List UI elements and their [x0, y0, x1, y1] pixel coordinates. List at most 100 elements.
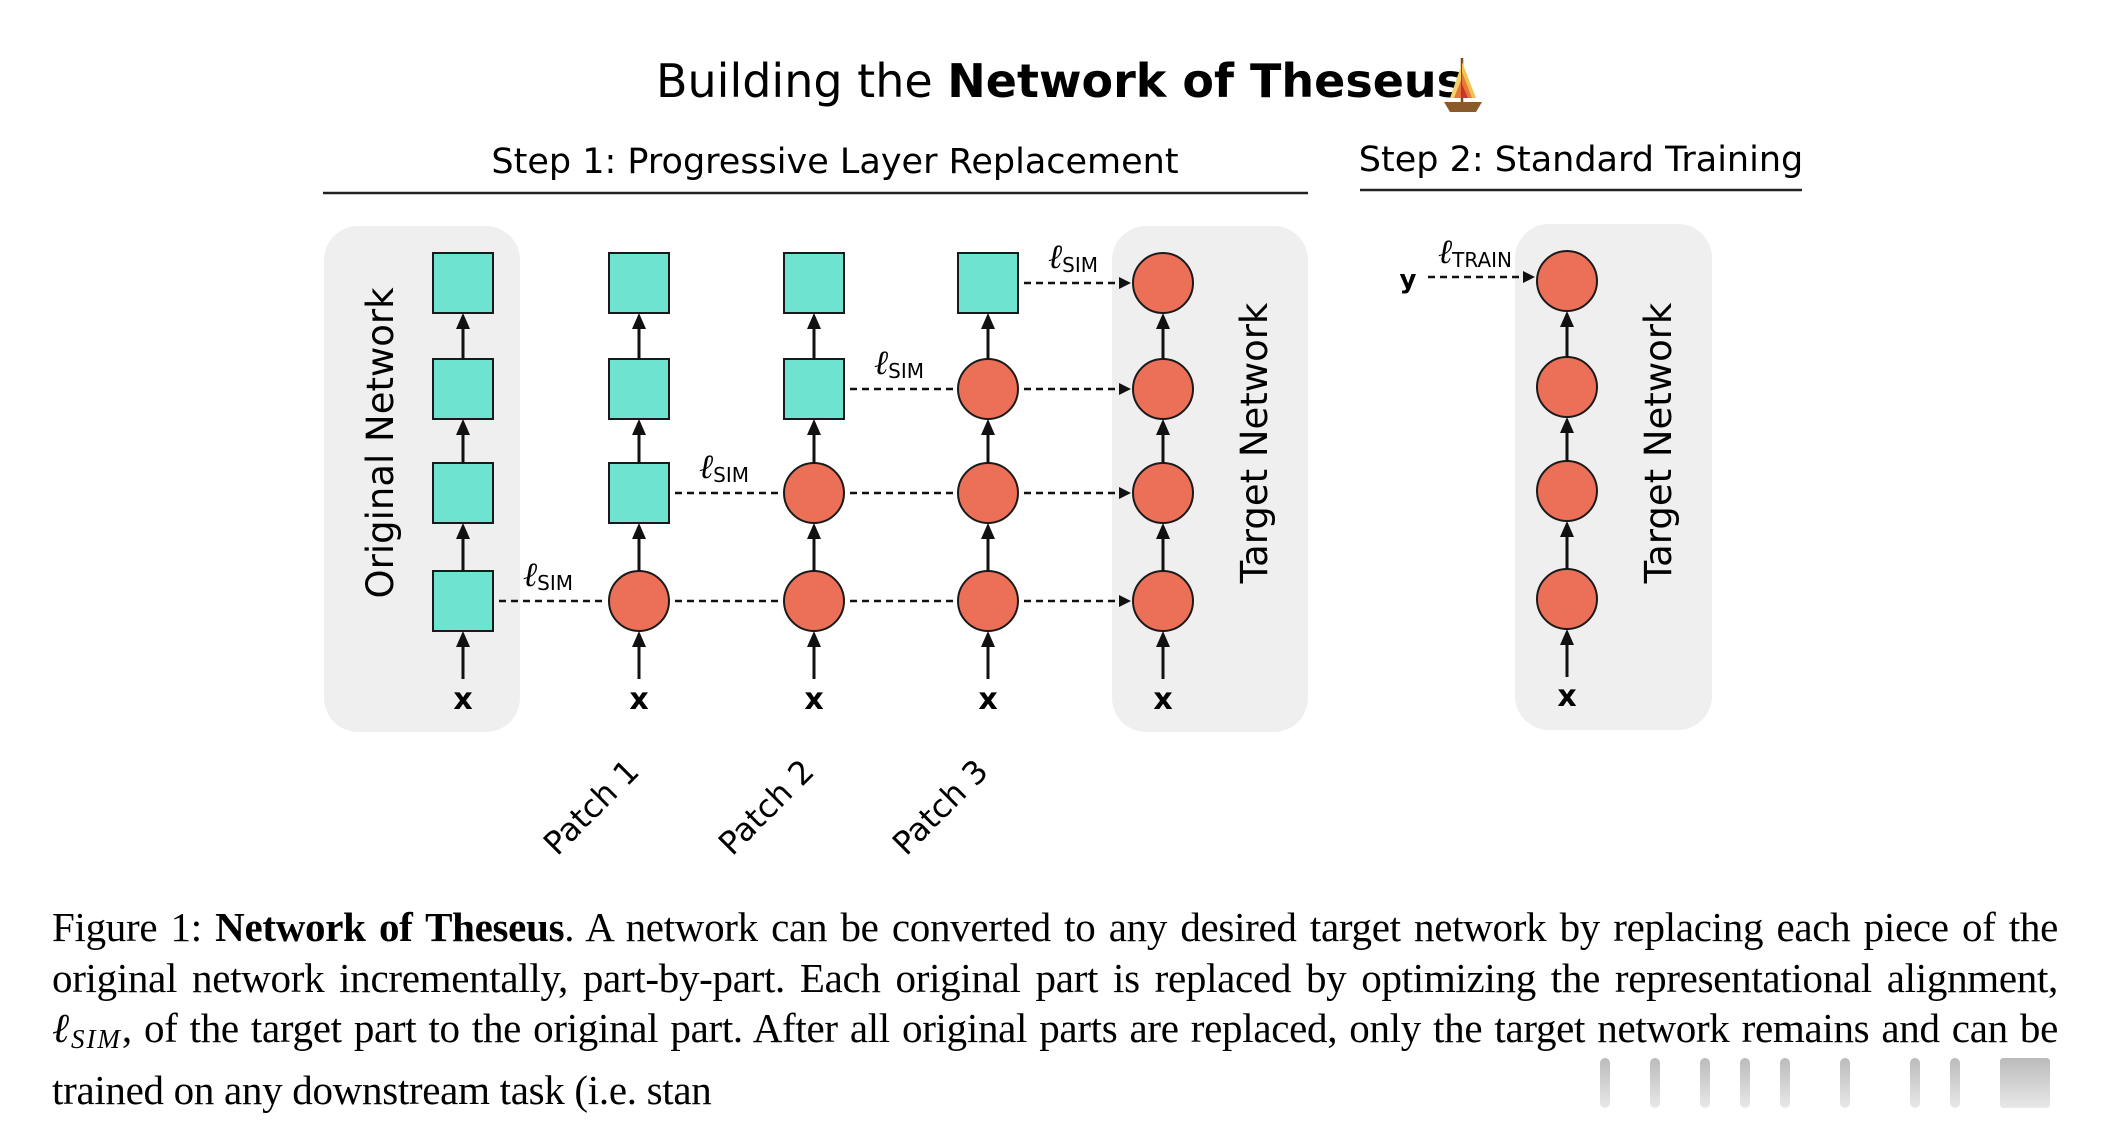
target-layer1-arrowhead — [1156, 523, 1170, 539]
original-input-label: x — [453, 682, 472, 717]
sim-edge-c4-r4-arrowhead — [1119, 277, 1131, 289]
watermark-bar — [1740, 1058, 1750, 1108]
loss-sim-label-c4-r4: ℓSIM — [1048, 239, 1098, 277]
loss-sim-label-c3-r3: ℓSIM — [874, 345, 924, 383]
loss-sim-label-c4-r4-subscript: SIM — [1062, 253, 1098, 277]
sim-edge-c4-r1-arrowhead — [1119, 595, 1131, 607]
original-row2-square-node — [432, 462, 494, 524]
patch-2-input-arrowhead — [807, 631, 821, 647]
step2-target-y-label: y — [1400, 265, 1417, 295]
patch-2-layer1-arrowhead — [807, 523, 821, 539]
sailboat-icon — [1444, 58, 1482, 112]
caption-text-2: , of the target part to the original par… — [52, 1005, 2058, 1113]
sim-edge-c4-r3-arrowhead — [1119, 383, 1131, 395]
train-loss-edge-arrowhead — [1523, 271, 1535, 283]
watermark-overlay — [1590, 1050, 2070, 1120]
patch-2-label: Patch 2 — [711, 752, 822, 863]
step2-row3-circle-node — [1536, 356, 1598, 418]
step2-row4-circle-node — [1536, 250, 1598, 312]
patch-3-row2-circle-node — [957, 462, 1019, 524]
loss-train-label-symbol: ℓ — [1438, 234, 1452, 271]
patch-2-row2-circle-node — [783, 462, 845, 524]
patch-2-row3-square-node — [783, 358, 845, 420]
target-layer3-arrowhead — [1156, 313, 1170, 329]
edges-layer — [456, 271, 1574, 679]
target-row2-circle-node — [1132, 462, 1194, 524]
loss-sim-label-c1-r1-subscript: SIM — [537, 571, 573, 595]
target-network-label-step1: Target Network — [1233, 302, 1276, 584]
original-input-arrowhead — [456, 631, 470, 647]
patch-2-row1-circle-node — [783, 570, 845, 632]
step2-input-label: x — [1557, 679, 1576, 714]
watermark-bar — [1950, 1058, 1960, 1108]
original-layer2-arrowhead — [456, 419, 470, 435]
patch-3-input-label: x — [978, 682, 997, 717]
patch-1-input-label: x — [629, 682, 648, 717]
target-row4-circle-node — [1132, 252, 1194, 314]
watermark-bar — [2000, 1058, 2050, 1108]
original-row3-square-node — [432, 358, 494, 420]
loss-sim-label-c1-r1-symbol: ℓ — [523, 557, 537, 594]
patch-1-row2-square-node — [608, 462, 670, 524]
watermark-bar — [1650, 1058, 1660, 1108]
loss-train-label-subscript: TRAIN — [1451, 248, 1512, 272]
loss-sim-label-c2-r2: ℓSIM — [699, 449, 749, 487]
loss-sim-label-c3-r3-symbol: ℓ — [874, 345, 888, 382]
sim-edge-c4-r2-arrowhead — [1119, 487, 1131, 499]
original-layer3-arrowhead — [456, 313, 470, 329]
patch-3-layer3-arrowhead — [981, 313, 995, 329]
patch-1-layer1-arrowhead — [632, 523, 646, 539]
figure-title-prefix: Building the — [656, 54, 947, 108]
step2-input-arrowhead — [1560, 629, 1574, 645]
patch-1-row3-square-node — [608, 358, 670, 420]
loss-train-label: ℓTRAIN — [1438, 234, 1512, 272]
patch-3-row1-circle-node — [957, 570, 1019, 632]
target-layer2-arrowhead — [1156, 419, 1170, 435]
patch-1-input-arrowhead — [632, 631, 646, 647]
patch-1-layer3-arrowhead — [632, 313, 646, 329]
watermark-bar — [1780, 1058, 1790, 1108]
patch-2-layer3-arrowhead — [807, 313, 821, 329]
loss-sim-label-c2-r2-symbol: ℓ — [699, 449, 713, 486]
caption-math-symbol: ℓ — [52, 1005, 71, 1051]
step2-layer1-arrowhead — [1560, 521, 1574, 537]
step2-row1-circle-node — [1536, 568, 1598, 630]
patch-3-row3-circle-node — [957, 358, 1019, 420]
target-input-arrowhead — [1156, 631, 1170, 647]
figure-title-bold: Network of Theseus — [947, 54, 1464, 108]
patch-2-row4-square-node — [783, 252, 845, 314]
patch-1-layer2-arrowhead — [632, 419, 646, 435]
patch-1-label: Patch 1 — [536, 752, 647, 863]
figure-caption: Figure 1: Network of Theseus. A network … — [52, 902, 2058, 1115]
target-row3-circle-node — [1132, 358, 1194, 420]
caption-math-lsim: ℓSIM — [52, 1005, 122, 1054]
patch-3-row4-square-node — [957, 252, 1019, 314]
nodes-layer — [432, 250, 1598, 632]
patch-1-row1-circle-node — [608, 570, 670, 632]
patch-2-layer2-arrowhead — [807, 419, 821, 435]
patch-3-input-arrowhead — [981, 631, 995, 647]
original-row1-square-node — [432, 570, 494, 632]
loss-sim-label-c3-r3-subscript: SIM — [888, 359, 924, 383]
loss-sim-label-c1-r1: ℓSIM — [523, 557, 573, 595]
step2-row2-circle-node — [1536, 460, 1598, 522]
step2-layer2-arrowhead — [1560, 417, 1574, 433]
original-network-label: Original Network — [359, 287, 402, 599]
step2-layer3-arrowhead — [1560, 311, 1574, 327]
target-input-label: x — [1153, 682, 1172, 717]
watermark-bar — [1840, 1058, 1850, 1108]
watermark-bar — [1700, 1058, 1710, 1108]
caption-math-subscript: SIM — [70, 1024, 122, 1054]
loss-sim-label-c4-r4-symbol: ℓ — [1048, 239, 1062, 276]
step1-header: Step 1: Progressive Layer Replacement — [491, 142, 1178, 182]
caption-bold-title: Network of Theseus — [215, 904, 565, 950]
target-row1-circle-node — [1132, 570, 1194, 632]
loss-sim-label-c2-r2-subscript: SIM — [713, 463, 749, 487]
step2-header: Step 2: Standard Training — [1359, 140, 1803, 180]
patch-2-input-label: x — [804, 682, 823, 717]
caption-text-1: . A network can be converted to any desi… — [52, 904, 2059, 1001]
figure-title: Building the Network of Theseus — [656, 54, 1464, 108]
patch-3-label: Patch 3 — [885, 752, 996, 863]
